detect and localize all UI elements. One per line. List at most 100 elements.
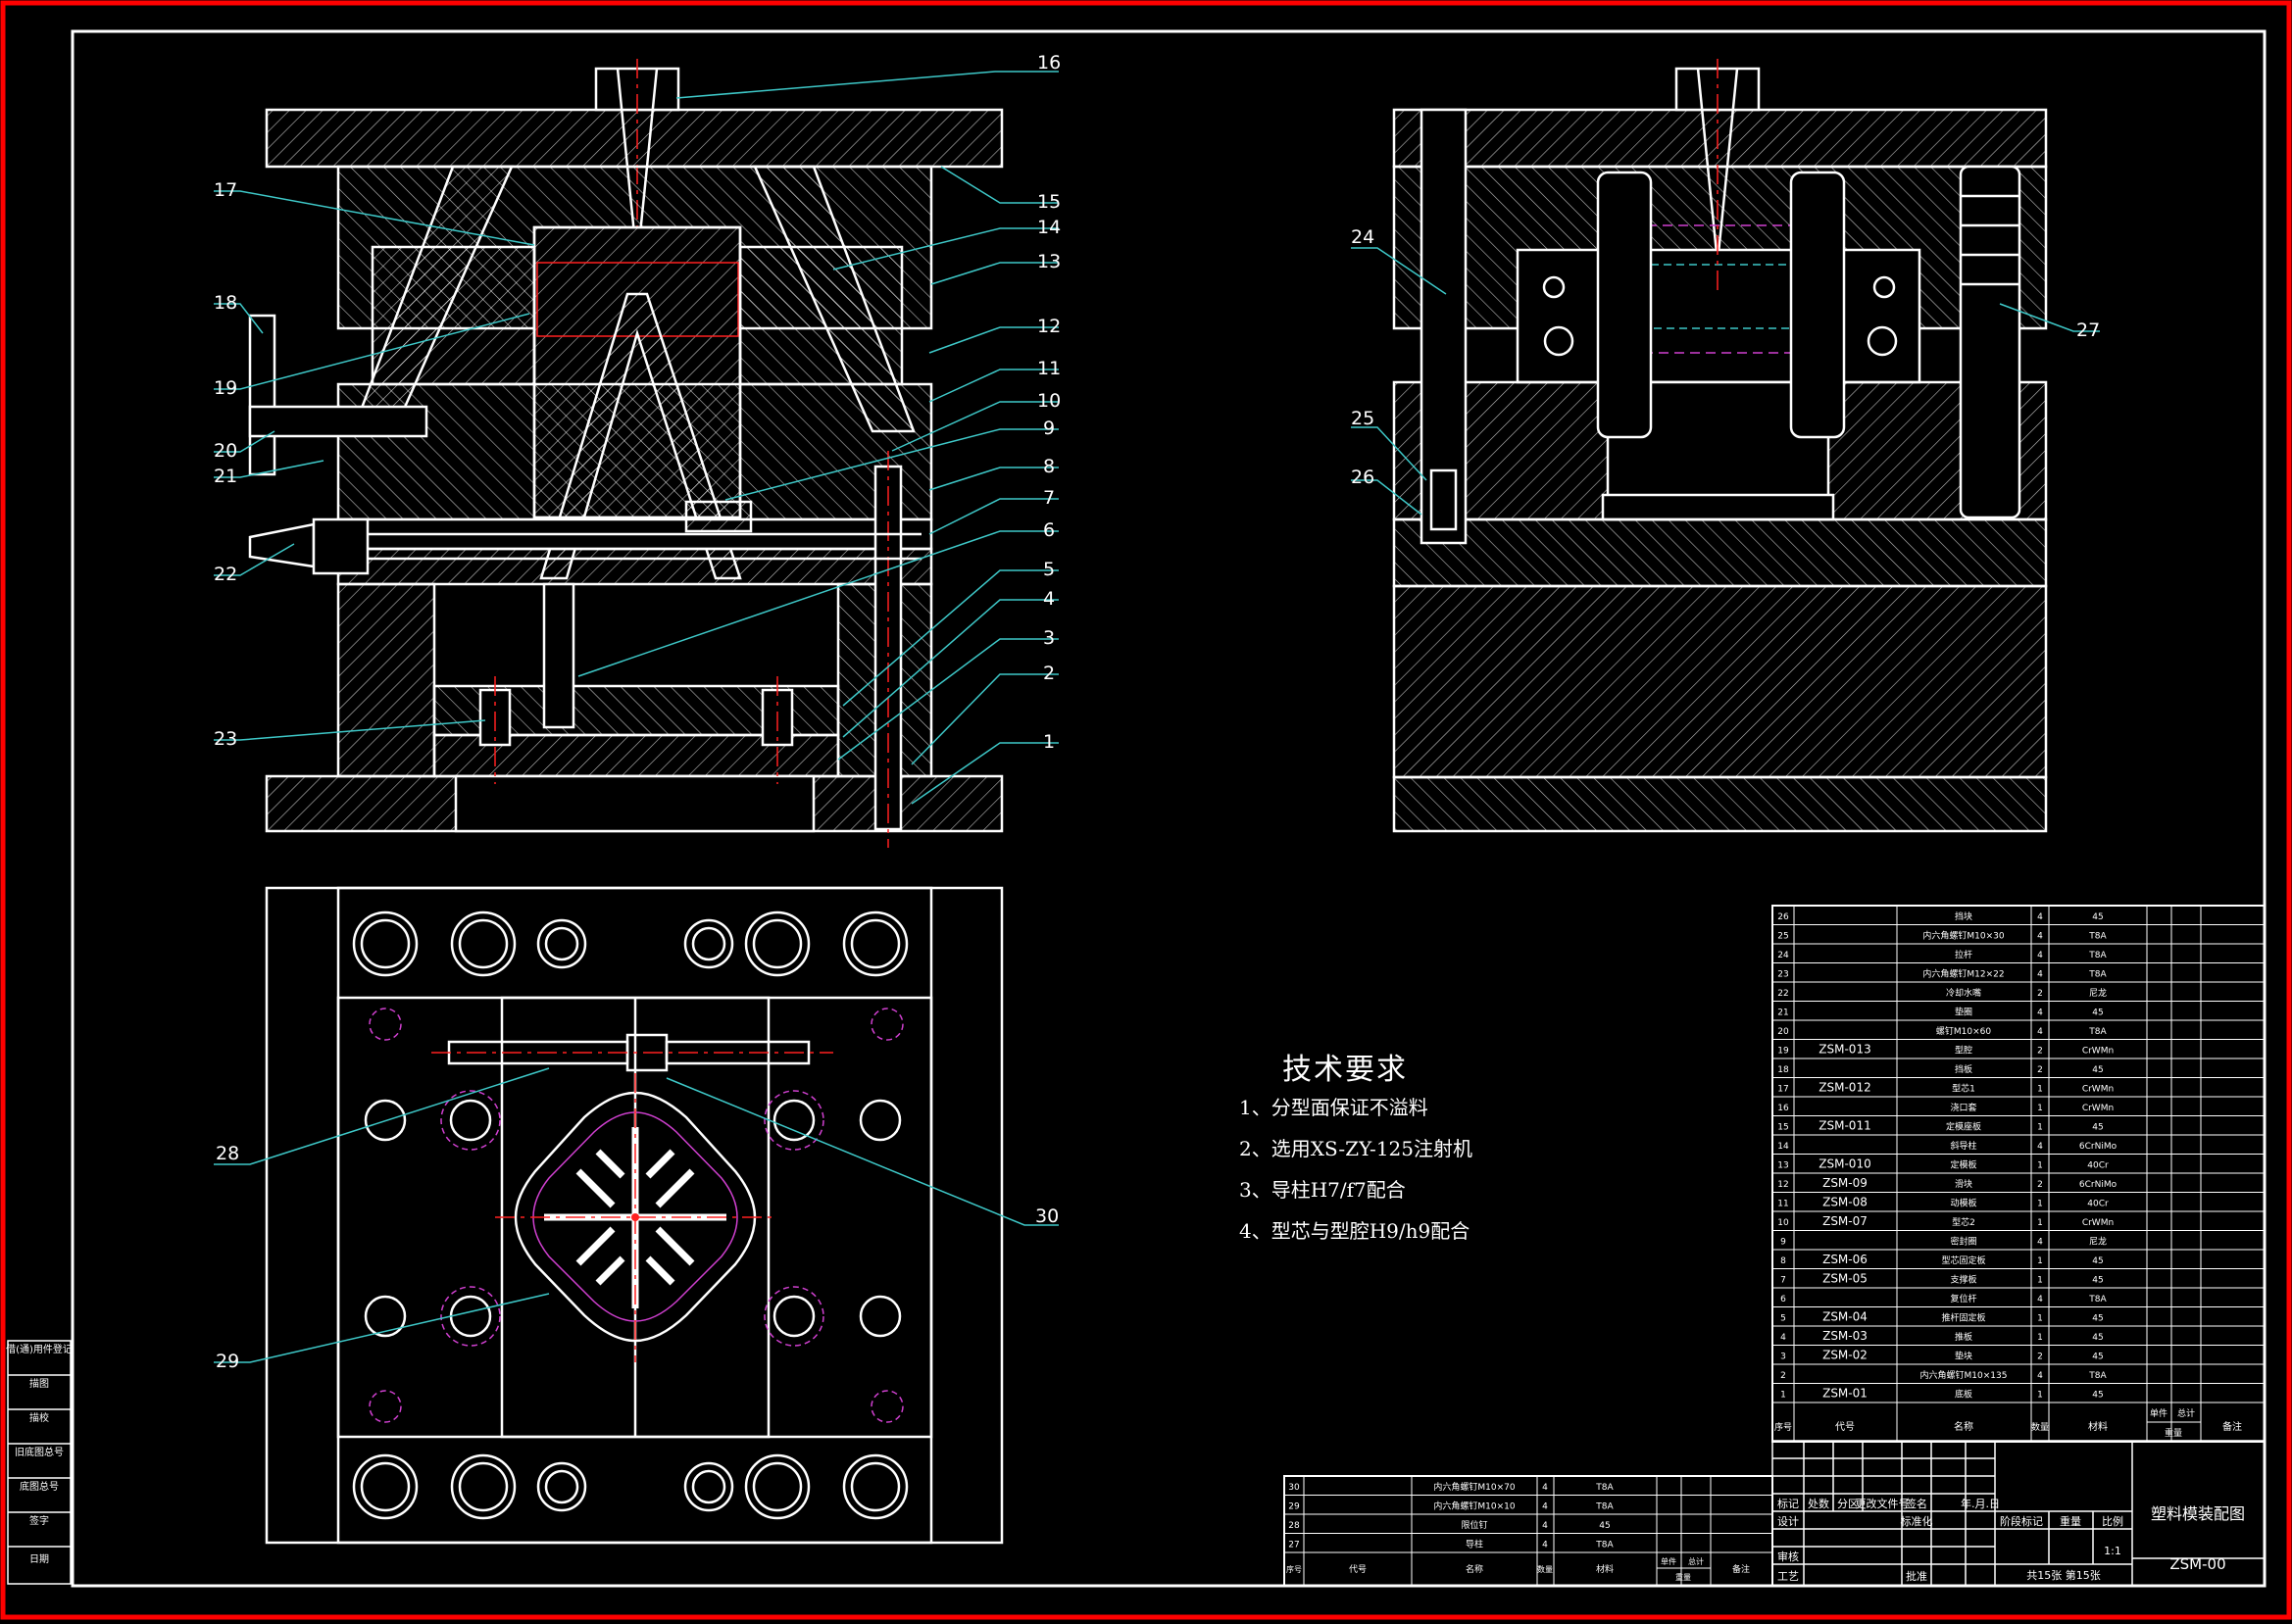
bom-row-no: 10 bbox=[1777, 1218, 1789, 1228]
callout-6: 6 bbox=[1043, 519, 1055, 541]
bom-row-code: ZSM-013 bbox=[1819, 1043, 1870, 1057]
bom-row-qty: 4 bbox=[2037, 912, 2043, 922]
bom-small-header-unit: 单件 bbox=[1661, 1556, 1676, 1566]
bom-small-row-material: T8A bbox=[1595, 1541, 1614, 1550]
bom-row-code: ZSM-05 bbox=[1822, 1272, 1868, 1286]
strip-item-6: 日期 bbox=[29, 1553, 49, 1565]
bom-row-qty: 1 bbox=[2037, 1333, 2043, 1343]
title-block bbox=[1771, 1440, 2266, 1587]
part-22-water-nozzle bbox=[248, 522, 316, 568]
callout-14: 14 bbox=[1037, 217, 1061, 238]
bom-row-name: 滑块 bbox=[1955, 1178, 1972, 1190]
tb-approve: 批准 bbox=[1906, 1569, 1927, 1583]
bom-row-qty: 4 bbox=[2037, 1027, 2043, 1037]
callout-12: 12 bbox=[1037, 316, 1061, 337]
bom-row-no: 13 bbox=[1777, 1161, 1788, 1171]
bom-row-no: 19 bbox=[1777, 1047, 1789, 1057]
bom-row-material: 45 bbox=[2092, 1065, 2103, 1075]
bom-small-header-name: 名称 bbox=[1466, 1563, 1483, 1575]
bom-row-name: 垫圈 bbox=[1955, 1007, 1972, 1018]
side-section-view bbox=[1392, 59, 2048, 833]
bom-row-code: ZSM-07 bbox=[1822, 1214, 1868, 1228]
tb-sheets: 共15张 第15张 bbox=[2026, 1568, 2101, 1582]
bom-row-no: 4 bbox=[1780, 1333, 1786, 1343]
bom-header-material: 材料 bbox=[2088, 1420, 2108, 1433]
bom-small-row-no: 29 bbox=[1288, 1502, 1300, 1512]
strip-item-4: 底图总号 bbox=[20, 1480, 59, 1493]
bom-small-row-no: 30 bbox=[1288, 1483, 1300, 1493]
bom-small-header-weight: 重量 bbox=[1675, 1572, 1691, 1582]
callout-4: 4 bbox=[1043, 588, 1055, 610]
bom-row-no: 26 bbox=[1777, 912, 1789, 922]
bom-row-qty: 4 bbox=[2037, 1238, 2043, 1248]
bom-small-header: 序号代号名称数量材料单件总计重量备注 bbox=[1286, 1556, 1750, 1582]
bom-row-no: 15 bbox=[1777, 1123, 1788, 1133]
bom-row-name: 内六角螺钉M10×30 bbox=[1922, 930, 2004, 942]
tech-requirement-2: 2、选用XS-ZY-125注射机 bbox=[1239, 1137, 1472, 1160]
bom-small-row-material: T8A bbox=[1595, 1502, 1614, 1512]
bom-row-material: T8A bbox=[2088, 1027, 2107, 1037]
bom-header-total: 总计 bbox=[2177, 1407, 2195, 1419]
bom-small-row-no: 28 bbox=[1288, 1521, 1300, 1531]
side-top-clamp-plate bbox=[1392, 108, 2048, 169]
callout-27: 27 bbox=[2076, 320, 2100, 341]
bom-row-no: 9 bbox=[1780, 1238, 1786, 1248]
bom-small-row-qty: 4 bbox=[1542, 1502, 1548, 1512]
plan-view bbox=[265, 886, 1004, 1545]
tb-process: 工艺 bbox=[1777, 1570, 1799, 1583]
callout-24: 24 bbox=[1351, 226, 1374, 248]
bom-row-no: 7 bbox=[1780, 1276, 1786, 1286]
bom-row-code: ZSM-09 bbox=[1822, 1176, 1868, 1190]
callout-13: 13 bbox=[1037, 251, 1061, 272]
bom-small-row-name: 限位钉 bbox=[1461, 1519, 1487, 1531]
bom-row-no: 3 bbox=[1780, 1353, 1786, 1362]
bom-row-material: T8A bbox=[2088, 970, 2107, 980]
callout-11: 11 bbox=[1037, 358, 1061, 379]
bom-row-name: 推板 bbox=[1955, 1331, 1972, 1343]
bom-row-material: 6CrNiMo bbox=[2079, 1142, 2118, 1152]
bom-row-material: 40Cr bbox=[2087, 1200, 2109, 1209]
bom-row-code: ZSM-02 bbox=[1822, 1349, 1868, 1362]
bom-row-qty: 2 bbox=[2037, 1047, 2043, 1057]
bom-row-name: 垫块 bbox=[1955, 1351, 1972, 1362]
bom-row-material: CrWMn bbox=[2082, 1104, 2114, 1113]
callout-23: 23 bbox=[214, 728, 237, 750]
side-bottom-plate bbox=[1392, 775, 2048, 833]
bom-row-material: T8A bbox=[2088, 951, 2107, 960]
bom-row-name: 挡板 bbox=[1955, 1063, 1972, 1075]
callout-28: 28 bbox=[216, 1143, 239, 1164]
bom-row-qty: 1 bbox=[2037, 1123, 2043, 1133]
bom-row-no: 6 bbox=[1780, 1295, 1786, 1304]
bom-row-material: CrWMn bbox=[2082, 1047, 2114, 1057]
tb-mark: 标记 bbox=[1777, 1497, 1799, 1510]
bom-row-no: 14 bbox=[1777, 1142, 1789, 1152]
bom-small-row-qty: 4 bbox=[1542, 1521, 1548, 1531]
bom-header-qty: 数量 bbox=[2031, 1421, 2049, 1433]
bom-row-name: 密封圈 bbox=[1950, 1236, 1976, 1248]
bom-row-name: 拉杆 bbox=[1955, 949, 1972, 960]
bom-small-row-material: T8A bbox=[1595, 1483, 1614, 1493]
bom-row-no: 25 bbox=[1777, 932, 1788, 942]
strip-item-3: 旧底图总号 bbox=[15, 1446, 64, 1458]
bom-row-no: 22 bbox=[1777, 989, 1788, 999]
bom-row-qty: 1 bbox=[2037, 1161, 2043, 1171]
side-support-plate bbox=[1392, 517, 2048, 588]
plan-top-holes bbox=[352, 910, 909, 977]
bom-small-header-no: 序号 bbox=[1286, 1564, 1302, 1574]
bom-row-no: 12 bbox=[1777, 1180, 1788, 1190]
callout-labels: 16 15 14 13 12 11 10 9 8 7 6 5 4 3 2 1 1… bbox=[214, 52, 2100, 1372]
bom-row-no: 20 bbox=[1777, 1027, 1789, 1037]
